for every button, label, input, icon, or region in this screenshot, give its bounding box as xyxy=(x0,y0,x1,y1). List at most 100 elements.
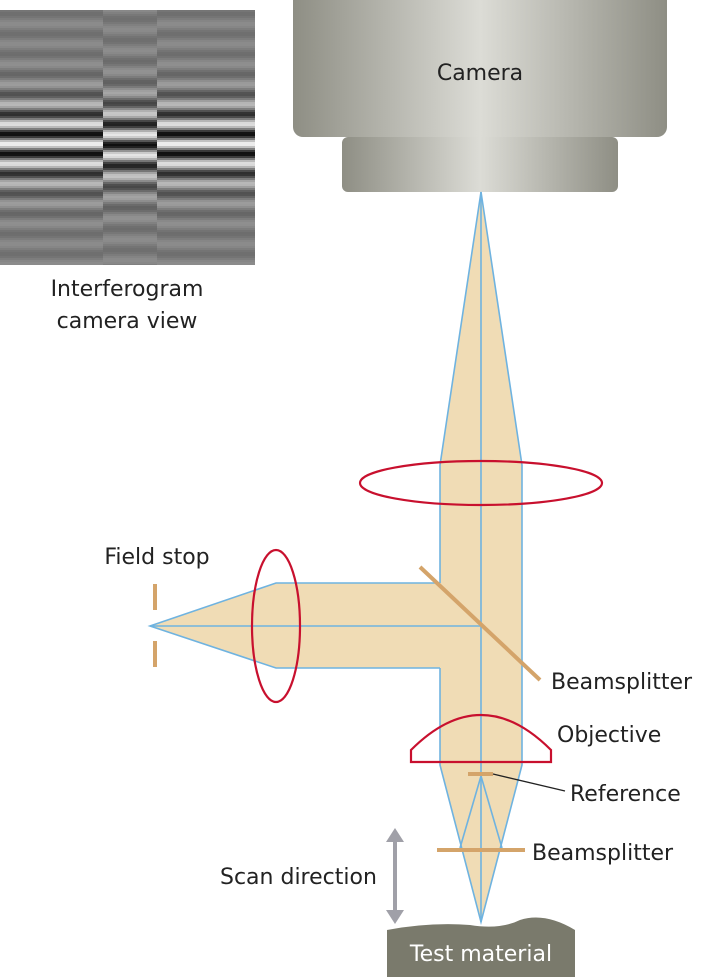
fringe xyxy=(103,16,157,18)
upper-beamsplitter-label: Beamsplitter xyxy=(551,670,693,695)
fringe xyxy=(103,134,157,136)
camera-label: Camera xyxy=(437,61,523,86)
test-material xyxy=(387,917,575,977)
fringe xyxy=(103,264,157,265)
fringe xyxy=(103,234,157,236)
fringe xyxy=(103,114,157,116)
fringe xyxy=(103,20,157,22)
fringe xyxy=(103,62,157,64)
fringe xyxy=(103,64,157,66)
fringe xyxy=(103,124,157,126)
fringe xyxy=(103,196,157,198)
fringe xyxy=(103,256,157,258)
fringe xyxy=(103,116,157,118)
fringe xyxy=(103,112,157,114)
reference-label: Reference xyxy=(570,782,681,807)
fringe xyxy=(103,84,157,86)
fringe xyxy=(103,164,157,166)
fringe xyxy=(103,68,157,70)
fringe xyxy=(103,26,157,28)
fringe xyxy=(103,12,157,14)
fringe xyxy=(103,18,157,20)
field-stop-label: Field stop xyxy=(104,545,209,570)
fringe xyxy=(103,24,157,26)
fringe xyxy=(103,172,157,174)
fringe xyxy=(103,38,157,40)
fringe xyxy=(103,104,157,106)
fringe xyxy=(103,174,157,176)
fringe xyxy=(103,208,157,210)
fringe xyxy=(103,42,157,44)
objective-lens xyxy=(409,713,553,764)
test-material-label: Test material xyxy=(409,942,552,967)
fringe xyxy=(103,98,157,100)
fringe xyxy=(103,194,157,196)
fringe xyxy=(103,146,157,148)
fringe xyxy=(103,144,157,146)
fringe xyxy=(103,96,157,98)
fringe xyxy=(103,178,157,180)
fringe xyxy=(103,74,157,76)
fringe xyxy=(103,250,157,252)
scan-direction-arrow xyxy=(386,828,404,924)
fringe xyxy=(103,58,157,60)
fringe xyxy=(103,28,157,30)
fringe xyxy=(103,120,157,122)
fringe xyxy=(103,32,157,34)
fringe xyxy=(103,190,157,192)
fringe xyxy=(103,160,157,162)
fringe xyxy=(103,220,157,222)
fringe xyxy=(103,60,157,62)
fringe xyxy=(103,22,157,24)
fringe xyxy=(103,238,157,240)
fringe xyxy=(103,44,157,46)
fringe xyxy=(103,50,157,52)
tube-lens xyxy=(358,459,604,507)
fringe xyxy=(103,192,157,194)
fringe xyxy=(103,252,157,254)
fringe xyxy=(103,184,157,186)
fringe xyxy=(103,236,157,238)
fringe xyxy=(103,260,157,262)
fringe xyxy=(103,258,157,260)
fringe xyxy=(103,10,157,12)
fringe xyxy=(103,180,157,182)
fringe xyxy=(103,214,157,216)
fringe xyxy=(103,142,157,144)
fringe xyxy=(103,222,157,224)
fringe xyxy=(103,34,157,36)
fringe xyxy=(103,152,157,154)
fringe xyxy=(103,218,157,220)
fringe xyxy=(103,138,157,140)
fringe xyxy=(103,230,157,232)
fringe xyxy=(103,168,157,170)
fringe xyxy=(103,262,157,264)
fringe xyxy=(103,102,157,104)
interferogram-image xyxy=(0,10,255,265)
fringe xyxy=(103,76,157,78)
fringe xyxy=(103,56,157,58)
fringe xyxy=(103,248,157,250)
upper-beamsplitter xyxy=(418,565,542,682)
fringe xyxy=(103,154,157,156)
fringe xyxy=(103,244,157,246)
fringe xyxy=(103,132,157,134)
objective-label: Objective xyxy=(557,723,661,748)
fringe xyxy=(103,94,157,96)
fringe xyxy=(103,108,157,110)
fringe xyxy=(103,126,157,128)
fringe xyxy=(103,36,157,38)
fringe xyxy=(103,200,157,202)
fringe xyxy=(103,198,157,200)
fringe xyxy=(103,170,157,172)
fringe xyxy=(103,246,157,248)
fringe xyxy=(103,156,157,158)
fringe xyxy=(103,162,157,164)
fringe xyxy=(103,254,157,256)
fringe xyxy=(103,80,157,82)
fringe xyxy=(103,202,157,204)
fringe xyxy=(103,14,157,16)
fringe xyxy=(103,118,157,120)
fringe xyxy=(103,240,157,242)
